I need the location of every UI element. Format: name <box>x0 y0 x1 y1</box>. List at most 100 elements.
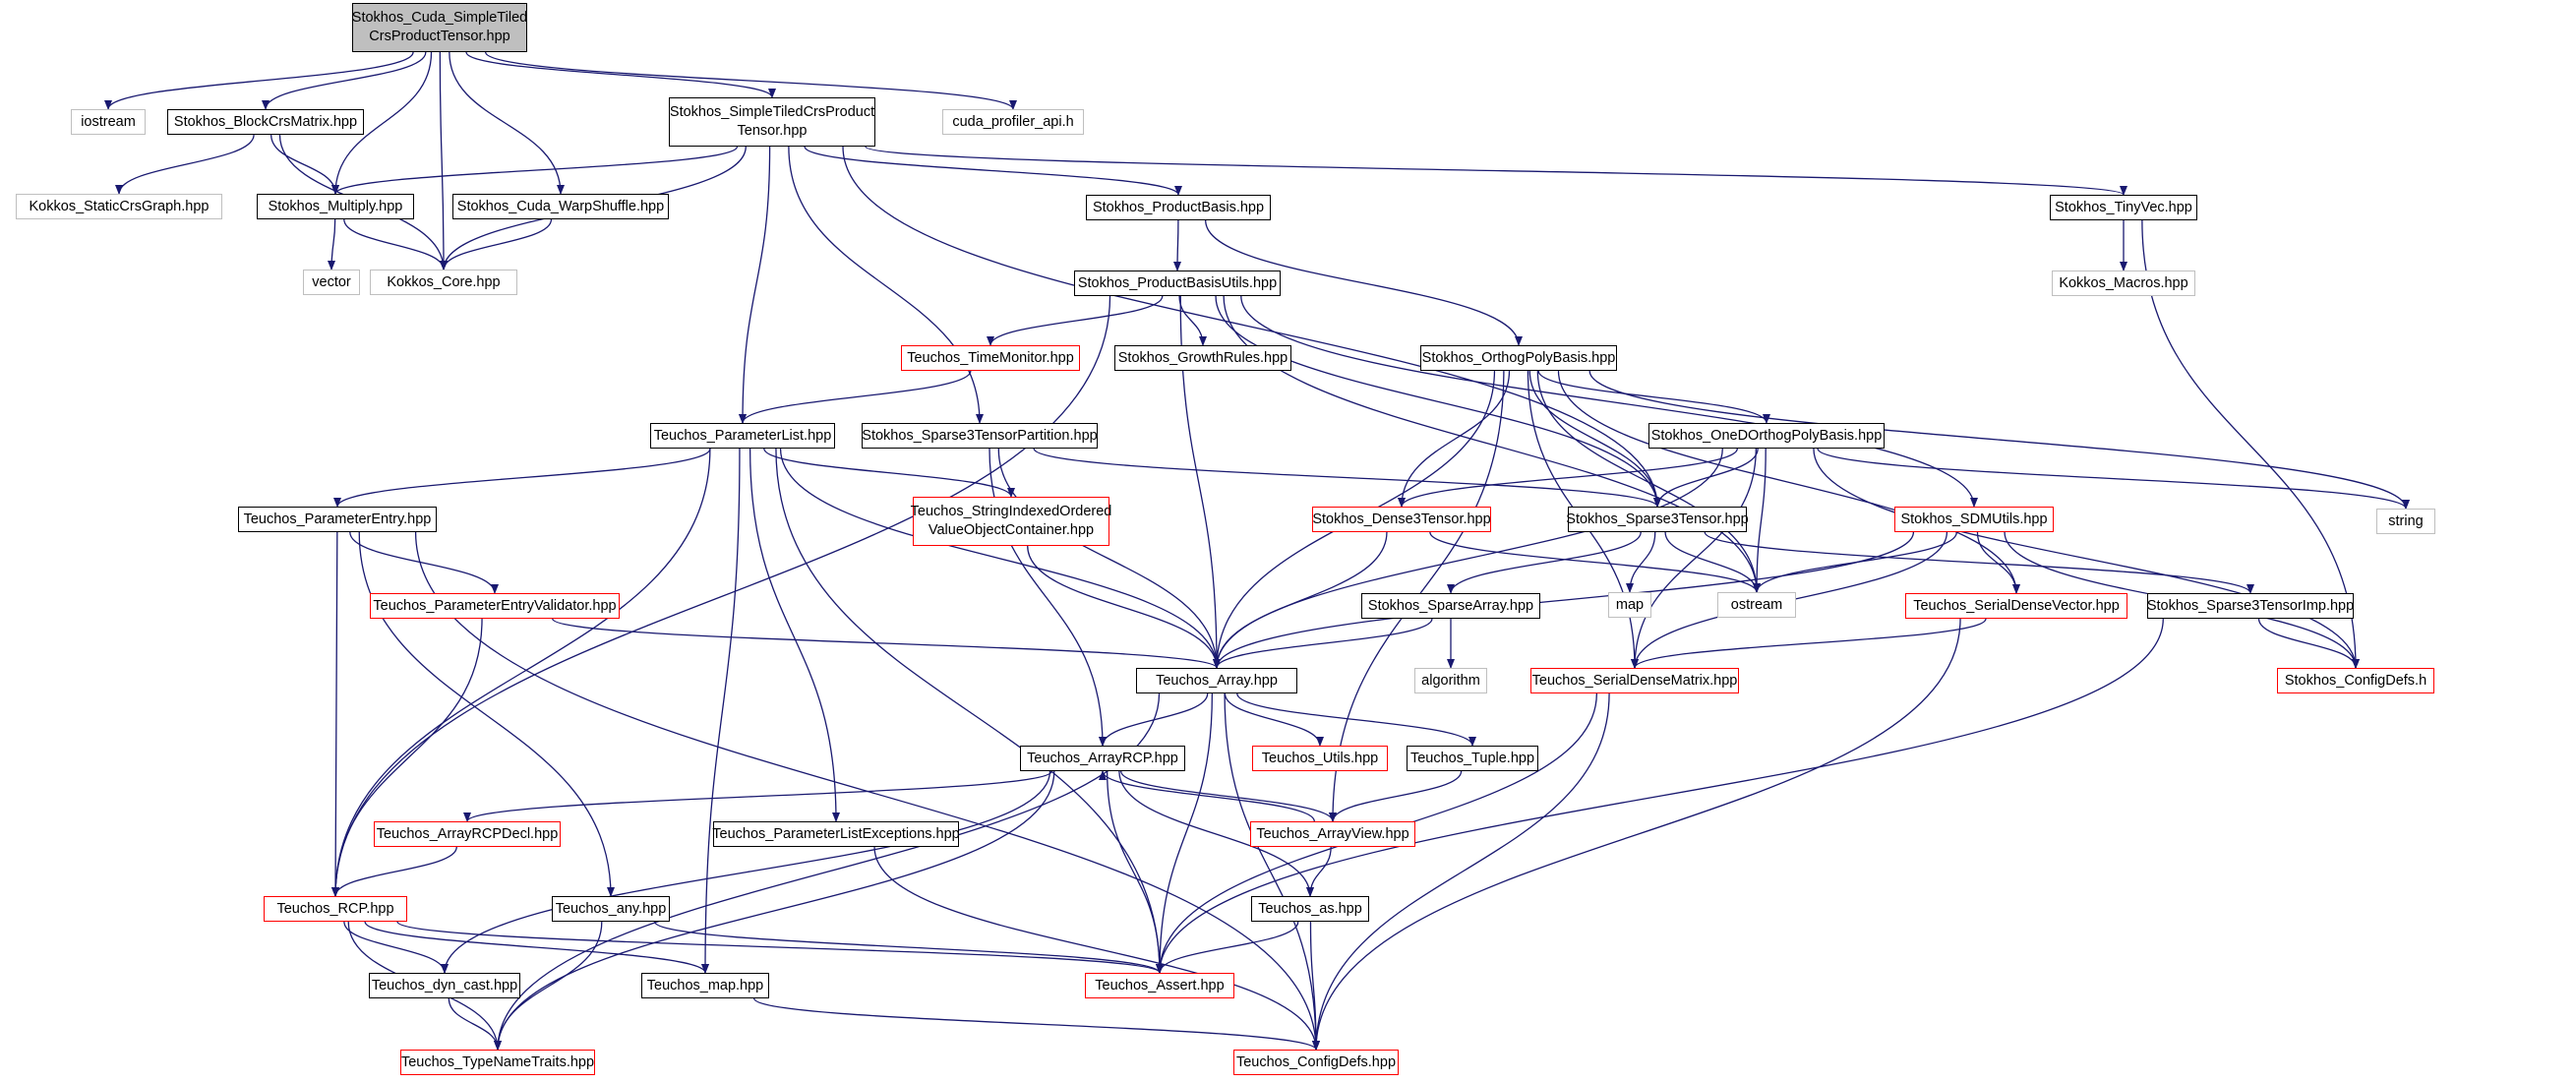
node-iostream[interactable]: iostream <box>71 109 146 135</box>
edge-paramlist-to-array <box>779 448 1221 669</box>
node-tmap[interactable]: Teuchos_map.hpp <box>641 973 769 998</box>
node-plexceptions[interactable]: Teuchos_ParameterListExceptions.hpp <box>712 821 960 847</box>
node-timemonitor[interactable]: Teuchos_TimeMonitor.hpp <box>901 345 1080 371</box>
node-warpshuffle[interactable]: Stokhos_Cuda_WarpShuffle.hpp <box>452 194 669 219</box>
edge-sparse3-to-ostream <box>1664 531 1761 593</box>
edge-pevalidator-to-rcp <box>331 618 483 897</box>
edge-paramlist-to-plexceptions <box>749 448 840 822</box>
node-cudaprof[interactable]: cuda_profiler_api.h <box>942 109 1084 135</box>
edge-sparse3-to-sparse3imp <box>1704 531 2254 594</box>
edge-serialdensevec-to-serialdensemat <box>1631 618 1987 669</box>
edge-array-to-utils <box>1224 692 1324 747</box>
edge-onedortho-to-ostream <box>1753 448 1767 593</box>
node-as[interactable]: Teuchos_as.hpp <box>1251 896 1369 922</box>
node-utils[interactable]: Teuchos_Utils.hpp <box>1252 746 1388 771</box>
edge-productbasis-to-orthopoly <box>1205 219 1523 346</box>
node-onedortho[interactable]: Stokhos_OneDOrthogPolyBasis.hpp <box>1648 423 1885 449</box>
node-typename[interactable]: Teuchos_TypeNameTraits.hpp <box>400 1050 595 1075</box>
edge-arrayrcp-to-typename <box>494 770 1055 1051</box>
edge-as-to-configdefs <box>1309 921 1320 1051</box>
edge-rcp-to-assert <box>396 921 1164 974</box>
node-sdmutils[interactable]: Stokhos_SDMUtils.hpp <box>1894 507 2054 532</box>
node-productbasis[interactable]: Stokhos_ProductBasis.hpp <box>1086 195 1271 220</box>
node-stringindexed[interactable]: Teuchos_StringIndexedOrdered ValueObject… <box>911 497 1111 546</box>
edge-onedortho-to-string <box>1817 448 2410 510</box>
edge-pbutils-to-sdmutils <box>1240 295 1978 508</box>
edge-paramlist-to-paramentry <box>333 448 711 508</box>
edge-tinyvec-to-configdefsh <box>2141 219 2360 669</box>
edge-sparse3-to-map <box>1626 531 1656 593</box>
node-sparse3imp[interactable]: Stokhos_Sparse3TensorImp.hpp <box>2147 593 2354 619</box>
edge-root-to-blockcrs <box>262 51 427 110</box>
node-array[interactable]: Teuchos_Array.hpp <box>1136 668 1297 693</box>
node-vector[interactable]: vector <box>303 270 360 295</box>
node-pbutils[interactable]: Stokhos_ProductBasisUtils.hpp <box>1074 271 1281 296</box>
edge-simpletiled-to-paramlist <box>739 146 771 424</box>
node-root: Stokhos_Cuda_SimpleTiled CrsProductTenso… <box>352 3 527 52</box>
edge-paramentry-to-pevalidator <box>349 531 499 594</box>
edge-pbutils-to-rcp <box>331 295 1111 897</box>
edge-multiply-to-kokkoscore <box>343 218 448 271</box>
edge-paramentry-to-rcp <box>331 531 340 897</box>
edge-simpletiled-to-productbasis <box>804 146 1182 196</box>
node-blockcrs[interactable]: Stokhos_BlockCrsMatrix.hpp <box>167 109 364 135</box>
node-sparsearray[interactable]: Stokhos_SparseArray.hpp <box>1361 593 1540 619</box>
node-dyncast[interactable]: Teuchos_dyn_cast.hpp <box>369 973 520 998</box>
node-ostream[interactable]: ostream <box>1717 592 1796 618</box>
node-string[interactable]: string <box>2376 509 2435 534</box>
node-any[interactable]: Teuchos_any.hpp <box>552 896 670 922</box>
edge-dense3-to-array <box>1213 531 1388 669</box>
node-sparse3part[interactable]: Stokhos_Sparse3TensorPartition.hpp <box>862 423 1098 449</box>
edge-root-to-iostream <box>104 51 414 110</box>
node-arrayrcp[interactable]: Teuchos_ArrayRCP.hpp <box>1020 746 1185 771</box>
edge-simpletiled-to-tinyvec <box>865 146 2127 196</box>
edge-pevalidator-to-array <box>552 618 1221 669</box>
node-arrayview[interactable]: Teuchos_ArrayView.hpp <box>1250 821 1415 847</box>
edge-sparse3imp-to-configdefsh <box>2257 618 2360 669</box>
node-rcp[interactable]: Teuchos_RCP.hpp <box>264 896 407 922</box>
node-multiply[interactable]: Stokhos_Multiply.hpp <box>257 194 414 219</box>
node-kokkosstatic[interactable]: Kokkos_StaticCrsGraph.hpp <box>16 194 222 219</box>
node-paramentry[interactable]: Teuchos_ParameterEntry.hpp <box>238 507 437 532</box>
node-pevalidator[interactable]: Teuchos_ParameterEntryValidator.hpp <box>370 593 620 619</box>
edge-warpshuffle-to-kokkoscore <box>440 218 553 271</box>
node-configdefsh[interactable]: Stokhos_ConfigDefs.h <box>2277 668 2434 693</box>
edge-rcp-to-tmap <box>364 921 709 974</box>
edge-sparse3imp-to-assert <box>1156 618 2164 974</box>
edge-array-to-tuple <box>1236 692 1476 747</box>
edge-any-to-assert <box>653 921 1164 974</box>
edge-onedortho-to-serialdensemat <box>1631 448 1757 669</box>
edge-tuple-to-arrayview <box>1329 770 1463 822</box>
edge-simpletiled-to-multiply <box>331 146 739 195</box>
node-simpletiled[interactable]: Stokhos_SimpleTiledCrsProduct Tensor.hpp <box>669 97 875 147</box>
edge-orthopoly-to-string <box>1588 370 2410 510</box>
node-growthrules[interactable]: Stokhos_GrowthRules.hpp <box>1114 345 1291 371</box>
edge-arrayrcp-to-assert <box>1106 770 1164 974</box>
edge-array-to-configdefs <box>1224 692 1320 1051</box>
edge-rcp-to-dyncast <box>343 921 449 974</box>
edge-sparse3-to-sparsearray <box>1447 531 1642 594</box>
node-dense3[interactable]: Stokhos_Dense3Tensor.hpp <box>1312 507 1491 532</box>
node-serialdensevec[interactable]: Teuchos_SerialDenseVector.hpp <box>1905 593 2127 619</box>
node-algorithm[interactable]: algorithm <box>1414 668 1487 693</box>
node-configdefs[interactable]: Teuchos_ConfigDefs.hpp <box>1233 1050 1399 1075</box>
edge-arrayrcp-to-arrayview <box>1120 770 1337 822</box>
edge-orthopoly-to-serialdensevec <box>1557 370 2020 594</box>
node-kokkoscore[interactable]: Kokkos_Core.hpp <box>370 270 517 295</box>
node-serialdensemat[interactable]: Teuchos_SerialDenseMatrix.hpp <box>1530 668 1739 693</box>
node-paramlist[interactable]: Teuchos_ParameterList.hpp <box>650 423 835 449</box>
edge-paramlist-to-rcp <box>331 448 711 897</box>
edge-root-to-kokkoscore <box>439 51 448 271</box>
edge-tmap-to-configdefs <box>753 997 1320 1051</box>
node-tuple[interactable]: Teuchos_Tuple.hpp <box>1407 746 1538 771</box>
node-arrayrcpdecl[interactable]: Teuchos_ArrayRCPDecl.hpp <box>374 821 561 847</box>
node-kokkosmacros[interactable]: Kokkos_Macros.hpp <box>2052 271 2195 296</box>
edge-root-to-cudaprof <box>484 51 1017 110</box>
node-orthopoly[interactable]: Stokhos_OrthogPolyBasis.hpp <box>1420 345 1617 371</box>
edge-simpletiled-to-sparse3 <box>842 146 1661 508</box>
node-sparse3[interactable]: Stokhos_Sparse3Tensor.hpp <box>1566 507 1749 532</box>
edge-array-to-assert <box>1156 692 1214 974</box>
node-map[interactable]: map <box>1608 592 1651 618</box>
node-assert[interactable]: Teuchos_Assert.hpp <box>1085 973 1234 998</box>
node-tinyvec[interactable]: Stokhos_TinyVec.hpp <box>2050 195 2197 220</box>
